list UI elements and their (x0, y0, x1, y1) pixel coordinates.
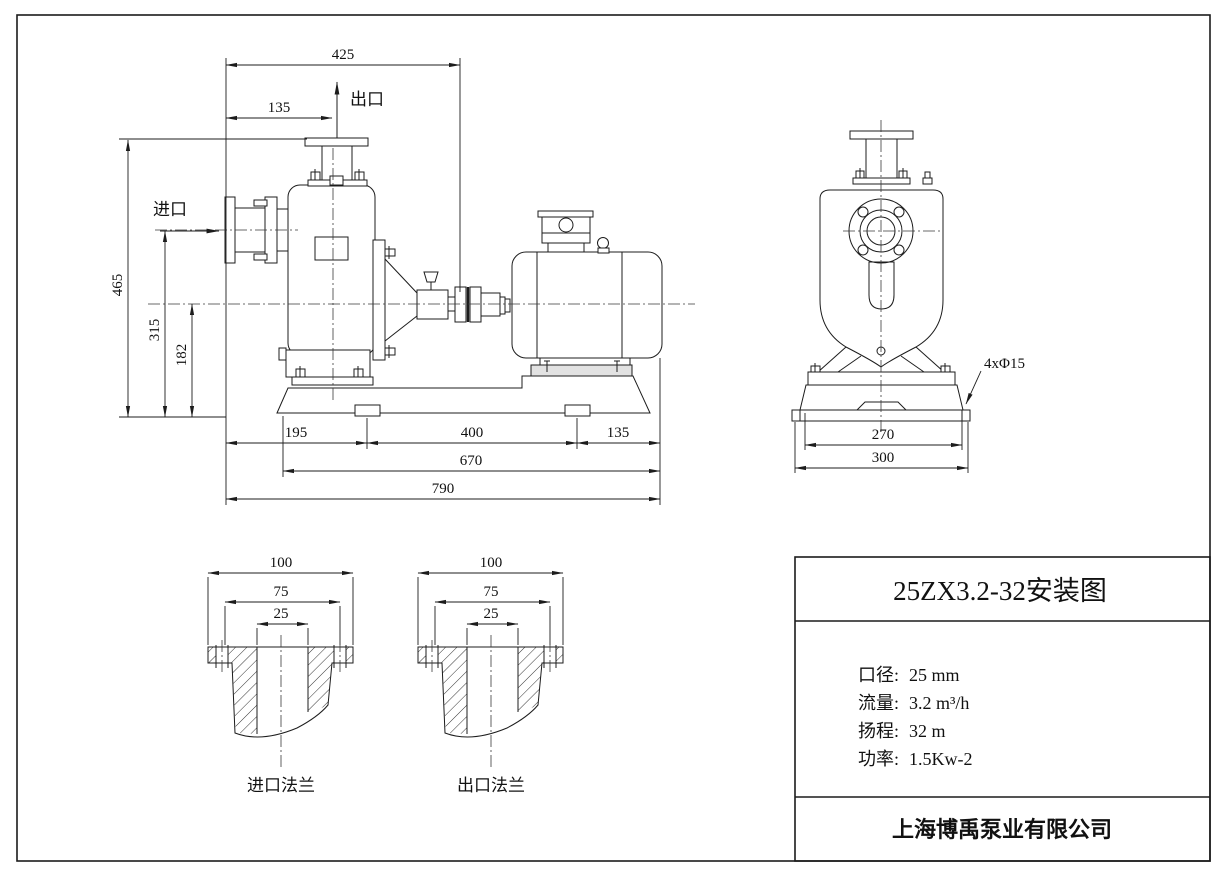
end-pedestal (799, 384, 964, 411)
pump-nameplate (314, 236, 349, 261)
dim-425: 425 (332, 47, 355, 63)
dim-300: 300 (872, 450, 895, 466)
dim-790: 790 (432, 481, 455, 497)
motor-shaft (480, 292, 501, 317)
outlet-label: 出口 (350, 90, 384, 109)
spec-power: 功率:1.5Kw-2 (858, 749, 973, 769)
flange-dim-od: 100 (270, 555, 293, 571)
flange-dim-bcd: 75 (274, 584, 289, 600)
coupling-half-motor (469, 286, 482, 323)
terminal-box-lid (537, 210, 594, 218)
terminal-box-gland (558, 217, 574, 233)
inlet-label: 进口 (153, 200, 187, 219)
end-outlet-joint (852, 177, 911, 185)
company-name: 上海博禹泵业有限公司 (892, 817, 1112, 842)
title-block: 25ZX3.2-32安装图 口径:25 mm 流量:3.2 m³/h 扬程:32… (794, 556, 1211, 862)
outlet-flange-label: 出口法兰 (457, 776, 525, 795)
inlet-bolt-top (253, 199, 268, 207)
dim-135-bottom: 135 (607, 425, 630, 441)
sheet-border (16, 14, 1211, 862)
dim-135-top: 135 (268, 100, 291, 116)
flange-section: 100 75 25 (207, 555, 354, 768)
dim-315: 315 (147, 319, 163, 342)
dim-670: 670 (460, 453, 483, 469)
end-foot-plate (807, 371, 956, 386)
oiler-cup (423, 271, 439, 283)
drawing-title: 25ZX3.2-32安装图 (893, 576, 1107, 606)
pump-foot-tab (278, 347, 287, 361)
dim-465: 465 (110, 274, 126, 297)
pump-back-cover (372, 239, 386, 361)
side-view-dimensions: 425 135 出口 进口 465 315 182 195 400 135 67… (110, 47, 661, 505)
dim-400: 400 (461, 425, 484, 441)
coupling-half-pump (454, 286, 467, 323)
dim-195: 195 (285, 425, 308, 441)
anchor-pad-front (354, 404, 381, 417)
dim-anchor-holes: 4xΦ15 (984, 356, 1025, 372)
spec-diameter: 口径:25 mm (858, 665, 960, 685)
outlet-flange-plate (304, 137, 369, 147)
flange-dim-bore: 25 (274, 606, 289, 622)
vent-plug (922, 177, 933, 185)
baseplate-side (276, 375, 651, 414)
spec-head: 扬程:32 m (858, 721, 946, 741)
pump-foot-plate (291, 376, 374, 386)
pump-body (287, 184, 376, 356)
motor-body (511, 251, 663, 359)
anchor-pad-rear (564, 404, 591, 417)
dim-270: 270 (872, 427, 895, 443)
spec-flow: 流量:3.2 m³/h (858, 693, 969, 713)
side-view (224, 137, 663, 417)
priming-slot (868, 261, 895, 310)
flange-section-outlet (418, 555, 563, 768)
bearing-housing (416, 289, 449, 320)
inlet-flange-label: 进口法兰 (247, 776, 315, 795)
outlet-center-lug (329, 175, 344, 186)
lifting-eye (597, 237, 609, 249)
dim-182: 182 (174, 344, 190, 367)
motor-foot-lower (530, 364, 633, 377)
terminal-box-neck (547, 242, 585, 253)
end-view: 4xΦ15 270 300 (791, 120, 1025, 473)
end-outlet-flange (849, 130, 914, 140)
inlet-bolt-bottom (253, 253, 268, 261)
